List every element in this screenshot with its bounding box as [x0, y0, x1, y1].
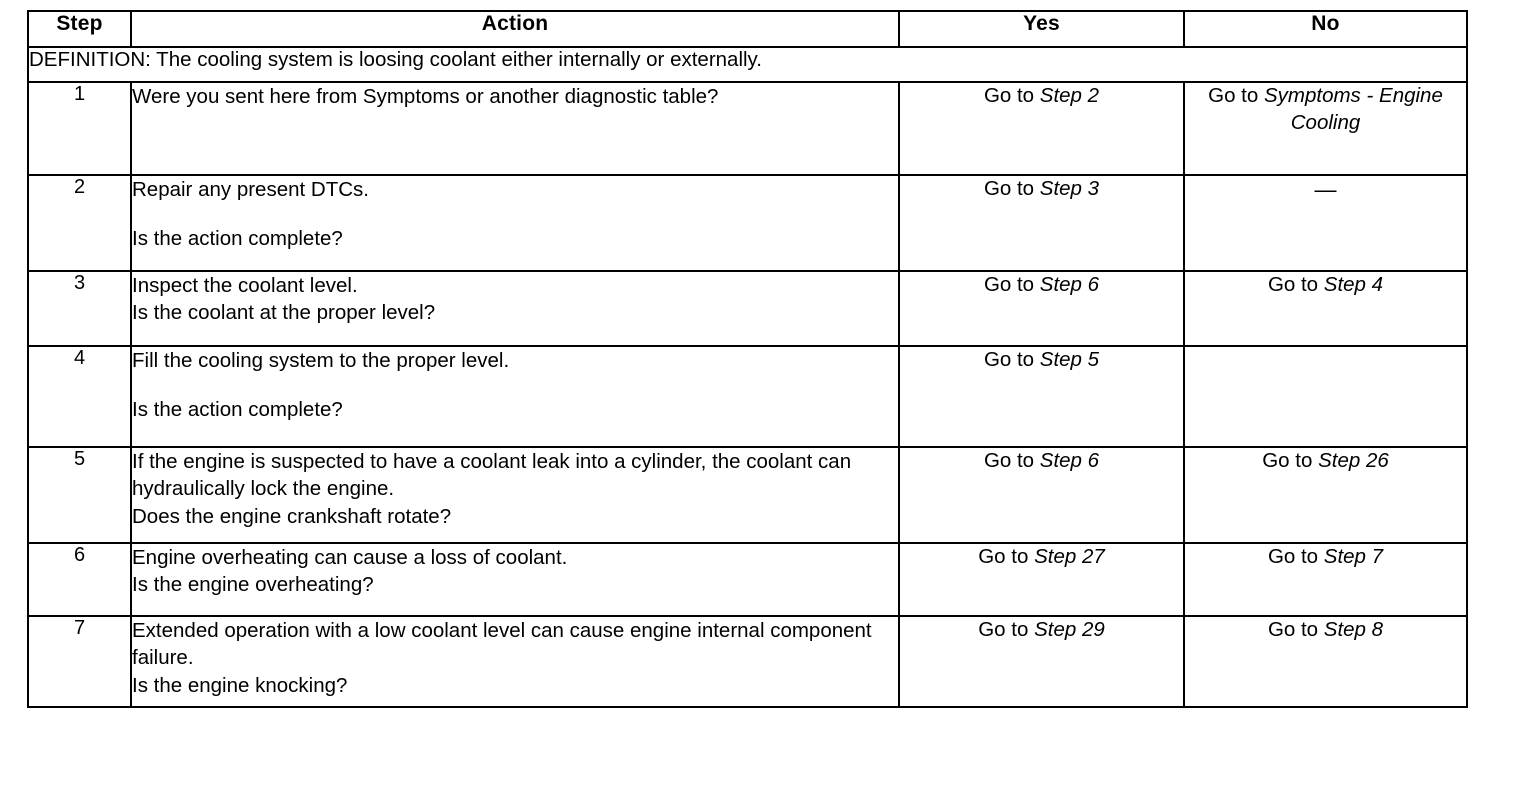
table-row: 4 Fill the cooling system to the proper …	[27, 345, 1468, 448]
column-header-no: No	[1183, 10, 1468, 48]
yes-target: Step 6	[1039, 273, 1100, 296]
definition-text: DEFINITION: The cooling system is loosin…	[27, 46, 1468, 83]
action-text: Inspect the coolant level. Is the coolan…	[130, 270, 900, 347]
no-answer	[1183, 345, 1468, 448]
no-prefix: Go to	[1267, 273, 1324, 296]
yes-answer: Go to Step 6	[898, 270, 1185, 347]
action-spacer	[132, 374, 898, 396]
no-answer: Go to Step 26	[1183, 446, 1468, 544]
yes-target: Step 29	[1034, 618, 1105, 641]
action-text: If the engine is suspected to have a coo…	[130, 446, 900, 544]
no-prefix: Go to	[1208, 84, 1264, 107]
no-prefix: Go to	[1267, 545, 1324, 568]
action-line: Extended operation with a low coolant le…	[132, 619, 872, 670]
yes-prefix: Go to	[983, 177, 1040, 200]
column-header-action: Action	[130, 10, 900, 48]
action-text: Were you sent here from Symptoms or anot…	[130, 81, 900, 176]
table-row: 7 Extended operation with a low coolant …	[27, 615, 1468, 708]
no-target: Step 8	[1323, 618, 1384, 641]
definition-row: DEFINITION: The cooling system is loosin…	[27, 46, 1468, 83]
yes-answer: Go to Step 6	[898, 446, 1185, 544]
table-row: 6 Engine overheating can cause a loss of…	[27, 542, 1468, 617]
no-answer: —	[1183, 174, 1468, 272]
action-line: Is the engine overheating?	[132, 573, 374, 597]
yes-prefix: Go to	[983, 449, 1040, 472]
yes-target: Step 3	[1039, 177, 1100, 200]
table-row: 3 Inspect the coolant level. Is the cool…	[27, 270, 1468, 347]
table-header-row: Step Action Yes No	[27, 10, 1468, 48]
yes-target: Step 2	[1039, 84, 1100, 107]
step-number: 2	[27, 174, 132, 272]
step-number: 7	[27, 615, 132, 708]
yes-target: Step 5	[1039, 348, 1100, 371]
column-header-yes: Yes	[898, 10, 1185, 48]
no-target: Step 4	[1323, 273, 1384, 296]
no-prefix: Go to	[1262, 449, 1319, 472]
action-line: Is the coolant at the proper level?	[132, 301, 436, 325]
action-line: Is the action complete?	[132, 227, 343, 251]
yes-prefix: Go to	[983, 273, 1040, 296]
action-text: Fill the cooling system to the proper le…	[130, 345, 900, 448]
action-text: Repair any present DTCs. Is the action c…	[130, 174, 900, 272]
column-header-step: Step	[27, 10, 132, 48]
yes-target: Step 27	[1034, 545, 1105, 568]
yes-prefix: Go to	[978, 618, 1035, 641]
yes-prefix: Go to	[978, 545, 1035, 568]
table-row: 2 Repair any present DTCs. Is the action…	[27, 174, 1468, 272]
yes-answer: Go to Step 3	[898, 174, 1185, 272]
no-answer: Go to Step 7	[1183, 542, 1468, 617]
action-line: Is the engine knocking?	[132, 673, 348, 697]
no-target: Step 7	[1323, 545, 1384, 568]
no-target: Step 26	[1318, 449, 1389, 472]
no-target: Symptoms - Engine Cooling	[1263, 84, 1443, 134]
no-dash: —	[1314, 177, 1337, 202]
yes-prefix: Go to	[983, 84, 1040, 107]
yes-answer: Go to Step 2	[898, 81, 1185, 176]
step-number: 1	[27, 81, 132, 176]
step-number: 4	[27, 345, 132, 448]
action-line: Is the action complete?	[132, 398, 343, 422]
table-row: 5 If the engine is suspected to have a c…	[27, 446, 1468, 544]
step-number: 3	[27, 270, 132, 347]
no-prefix: Go to	[1267, 618, 1324, 641]
action-line: Inspect the coolant level.	[132, 274, 358, 297]
action-line: If the engine is suspected to have a coo…	[132, 450, 852, 501]
action-line: Fill the cooling system to the proper le…	[132, 349, 510, 372]
diagnostic-table: Step Action Yes No DEFINITION: The cooli…	[27, 10, 1468, 708]
no-answer: Go to Step 8	[1183, 615, 1468, 708]
action-line: Were you sent here from Symptoms or anot…	[132, 85, 719, 108]
yes-target: Step 6	[1039, 449, 1100, 472]
step-number: 5	[27, 446, 132, 544]
yes-prefix: Go to	[983, 348, 1040, 371]
step-number: 6	[27, 542, 132, 617]
no-answer: Go to Symptoms - Engine Cooling	[1183, 81, 1468, 176]
action-line: Does the engine crankshaft rotate?	[132, 504, 452, 528]
action-text: Extended operation with a low coolant le…	[130, 615, 900, 708]
yes-answer: Go to Step 27	[898, 542, 1185, 617]
action-text: Engine overheating can cause a loss of c…	[130, 542, 900, 617]
yes-answer: Go to Step 5	[898, 345, 1185, 448]
no-answer: Go to Step 4	[1183, 270, 1468, 347]
yes-answer: Go to Step 29	[898, 615, 1185, 708]
table-row: 1 Were you sent here from Symptoms or an…	[27, 81, 1468, 176]
action-spacer	[132, 203, 898, 225]
action-line: Repair any present DTCs.	[132, 178, 369, 201]
action-line: Engine overheating can cause a loss of c…	[132, 546, 568, 569]
